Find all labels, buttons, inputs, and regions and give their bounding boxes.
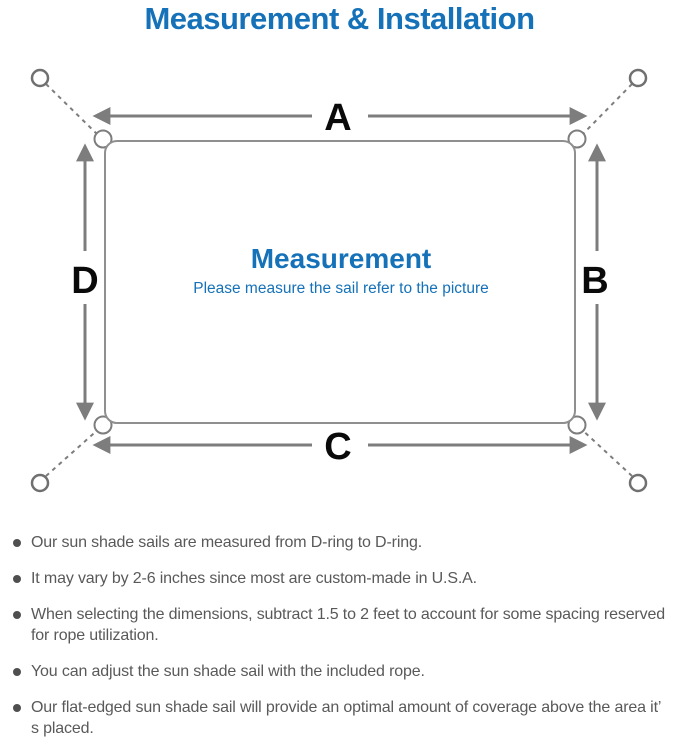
tension-line-top-left <box>45 83 102 139</box>
list-item: It may vary by 2-6 inches since most are… <box>12 568 672 589</box>
d-ring-top-left <box>93 129 113 149</box>
note-text: You can adjust the sun shade sail with t… <box>31 663 425 680</box>
anchor-point-bottom-left <box>30 473 50 493</box>
list-item: Our flat-edged sun shade sail will provi… <box>12 697 672 739</box>
list-item: Our sun shade sails are measured from D-… <box>12 532 672 553</box>
tension-line-bottom-right <box>578 426 633 477</box>
measurement-diagram: A B C D Measurement Please measure the s… <box>30 68 648 493</box>
d-ring-top-right <box>567 129 587 149</box>
dimension-label-d: D <box>71 260 98 302</box>
notes-list: Our sun shade sails are measured from D-… <box>12 532 672 739</box>
tension-line-top-right <box>578 83 633 139</box>
page-title: Measurement & Installation <box>144 1 535 36</box>
anchor-point-bottom-right <box>628 473 648 493</box>
d-ring-bottom-left <box>93 415 113 435</box>
diagram-center-title: Measurement <box>251 243 432 274</box>
dimension-label-a: A <box>324 97 351 139</box>
dimension-label-b: B <box>581 260 608 302</box>
note-text: It may vary by 2-6 inches since most are… <box>31 570 477 587</box>
sail-rectangle <box>104 140 576 424</box>
note-text: When selecting the dimensions, subtract … <box>31 606 665 644</box>
bullet-icon <box>13 574 21 583</box>
bullet-icon <box>13 610 21 619</box>
dimension-label-c: C <box>324 426 351 468</box>
bullet-icon <box>13 667 21 676</box>
list-item: When selecting the dimensions, subtract … <box>12 604 672 646</box>
diagram-center-subtitle: Please measure the sail refer to the pic… <box>193 280 489 297</box>
list-item: You can adjust the sun shade sail with t… <box>12 661 672 682</box>
note-text: Our flat-edged sun shade sail will provi… <box>31 699 661 737</box>
bullet-icon <box>13 538 21 547</box>
anchor-point-top-right <box>628 68 648 88</box>
bullet-icon <box>13 703 21 712</box>
anchor-point-top-left <box>30 68 50 88</box>
tension-line-bottom-left <box>45 426 102 477</box>
note-text: Our sun shade sails are measured from D-… <box>31 534 423 551</box>
d-ring-bottom-right <box>567 415 587 435</box>
